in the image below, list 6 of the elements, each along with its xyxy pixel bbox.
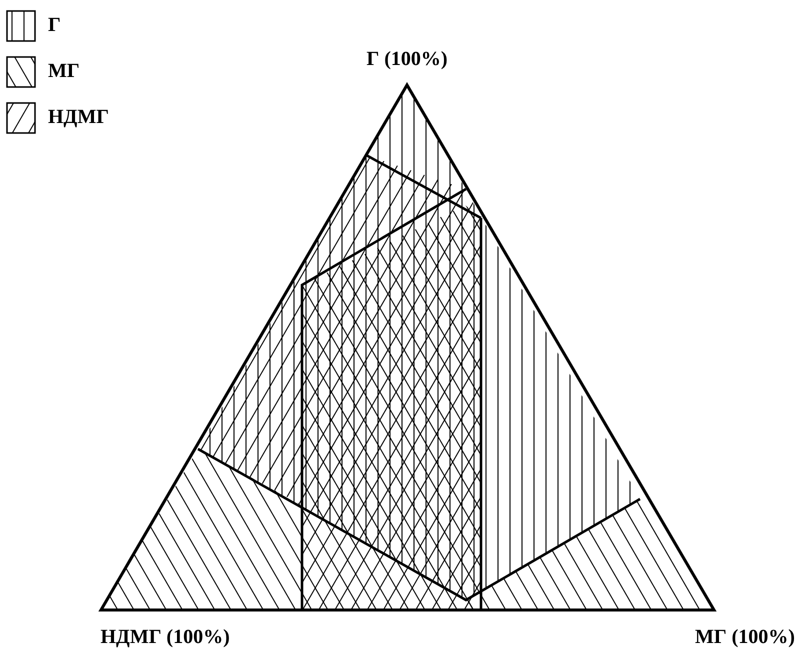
vertex-label: НДМГ (100%) (100, 626, 230, 649)
vertex-label: МГ (100%) (695, 626, 795, 649)
legend-label: МГ (48, 60, 80, 83)
legend-label: Г (48, 14, 61, 37)
legend-label: НДМГ (48, 106, 109, 129)
vertex-label: Г (100%) (366, 48, 448, 71)
